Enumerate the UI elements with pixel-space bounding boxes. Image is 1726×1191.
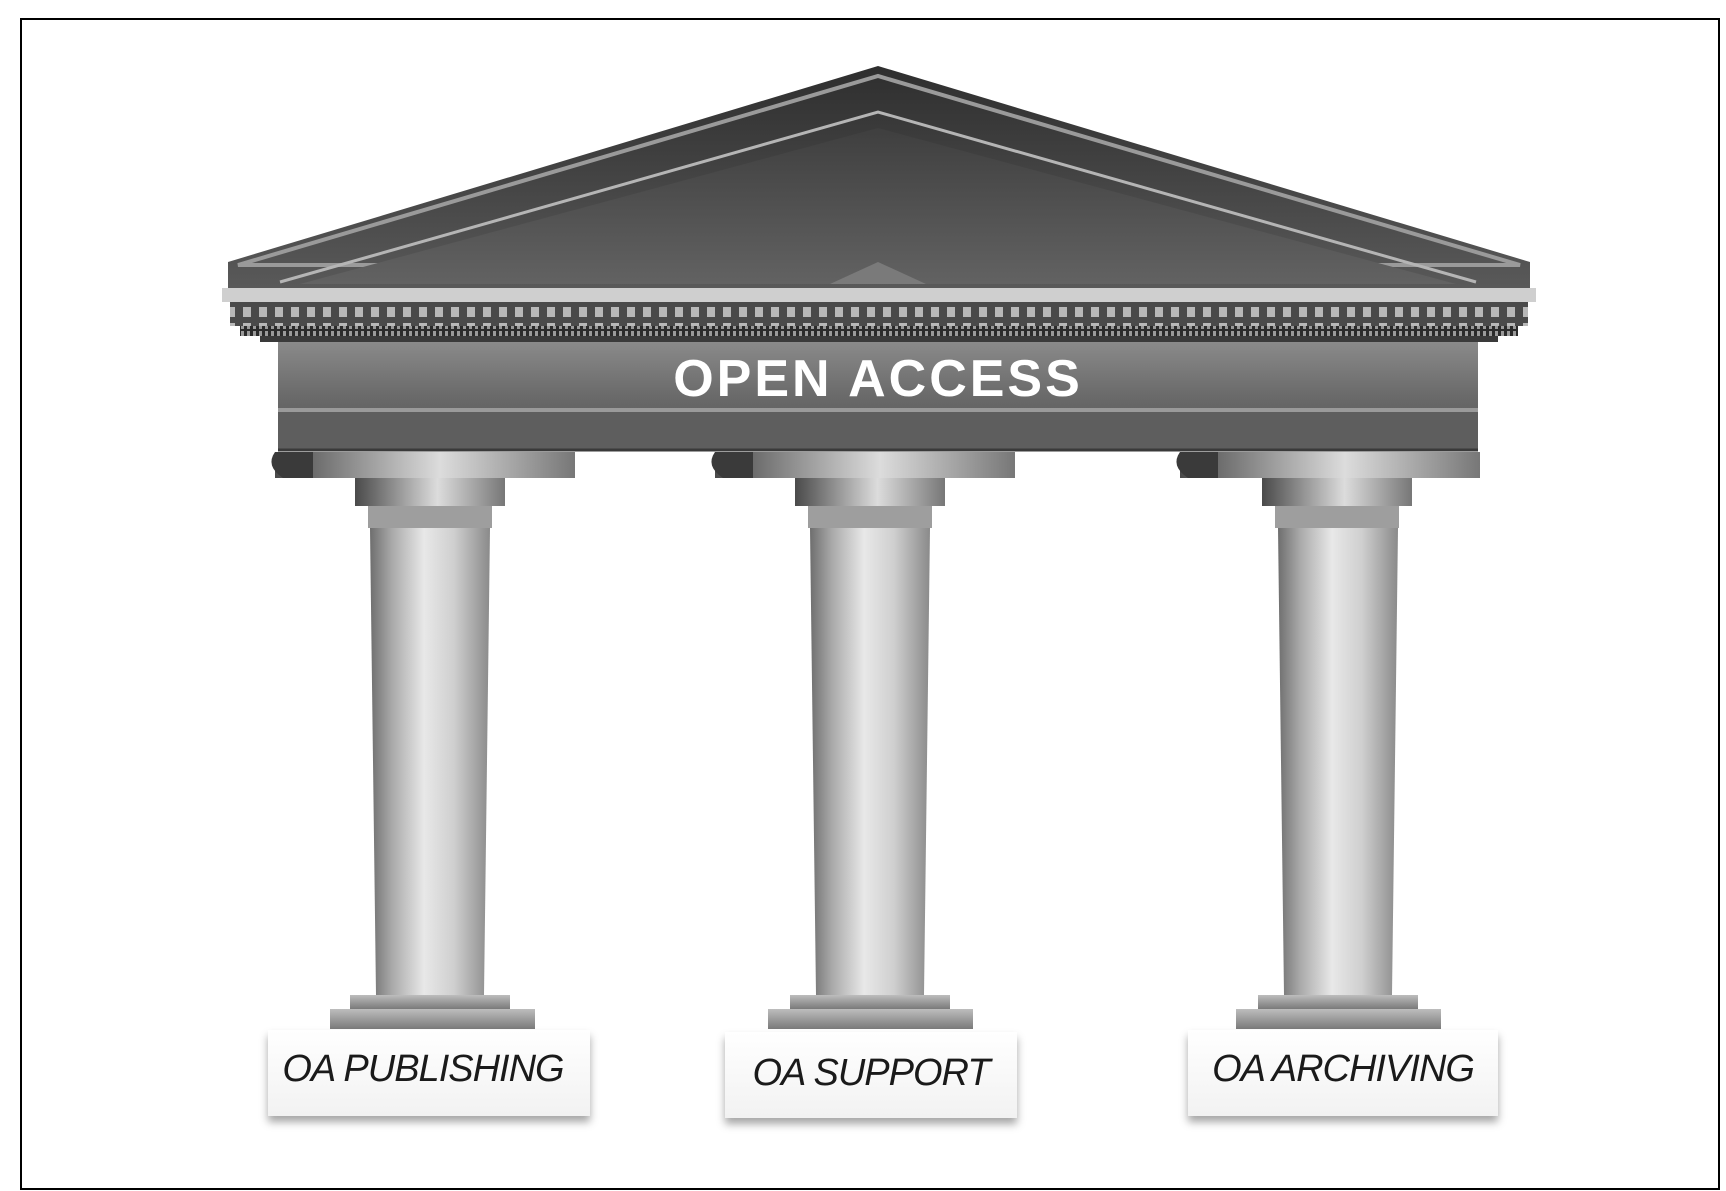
pillar-3	[1176, 452, 1480, 1029]
caption-card-2	[725, 1032, 1017, 1118]
frieze	[278, 342, 1478, 452]
pillar-1	[271, 452, 575, 1029]
pillar-label-archiving: OA ARCHIVING	[1212, 1048, 1475, 1090]
pillar-label-support: OA SUPPORT	[752, 1052, 990, 1094]
roof-label: OPEN ACCESS	[673, 350, 1083, 408]
pediment	[228, 66, 1530, 292]
caption-card-3	[1188, 1030, 1498, 1116]
caption-card-1	[268, 1030, 590, 1116]
cornice	[222, 288, 1536, 342]
pillar-2	[711, 452, 1015, 1029]
pillar-label-publishing: OA PUBLISHING	[282, 1048, 564, 1090]
